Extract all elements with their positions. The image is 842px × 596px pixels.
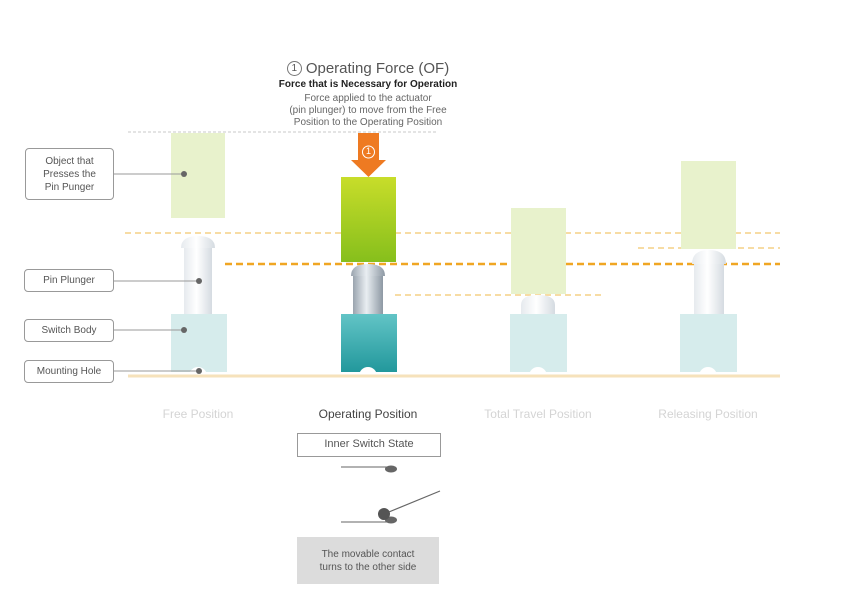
callout-pressing-object: Object that Presses the Pin Punger — [25, 148, 114, 200]
switch-body — [171, 314, 227, 372]
callout-dot — [196, 368, 202, 374]
callout-dot — [181, 171, 187, 177]
pressing-object — [511, 208, 566, 294]
position-label-free: Free Position — [162, 407, 234, 421]
pressing-object — [681, 161, 736, 249]
force-arrow-number-ring — [362, 145, 375, 159]
pin-plunger — [694, 262, 724, 316]
inner-switch-state-label: Inner Switch State — [297, 433, 441, 457]
force-arrow-head — [351, 160, 386, 177]
inner-switch-schematic — [341, 465, 441, 524]
title-number-icon: 1 — [286, 61, 302, 76]
title-text: Operating Force (OF) — [305, 60, 450, 77]
position-label-releasing: Releasing Position — [658, 407, 758, 421]
callout-dot — [196, 278, 202, 284]
switch-body — [341, 314, 397, 372]
switch-body — [680, 314, 737, 372]
switch-body — [510, 314, 567, 372]
pressing-object — [171, 133, 225, 218]
pin-plunger-cap — [351, 264, 385, 276]
diagram-description: Force applied to the actuator (pin plung… — [289, 93, 447, 128]
callout-mounting-hole: Mounting Hole — [24, 360, 114, 383]
pin-plunger-cap — [181, 236, 215, 248]
callout-pin-plunger: Pin Plunger — [24, 269, 114, 292]
callout-dot — [181, 327, 187, 333]
inner-switch-state-note: The movable contact turns to the other s… — [297, 537, 439, 584]
pin-plunger-cap — [692, 250, 726, 264]
position-label-operating: Operating Position — [318, 407, 418, 421]
pin-plunger — [353, 274, 383, 314]
pin-plunger-cap — [521, 295, 555, 314]
force-arrow-number: 1 — [365, 146, 371, 156]
diagram-subtitle: Force that is Necessary for Operation — [278, 79, 458, 90]
pressing-object — [341, 177, 396, 262]
position-label-total-travel: Total Travel Position — [484, 407, 592, 421]
callout-switch-body: Switch Body — [24, 319, 114, 342]
